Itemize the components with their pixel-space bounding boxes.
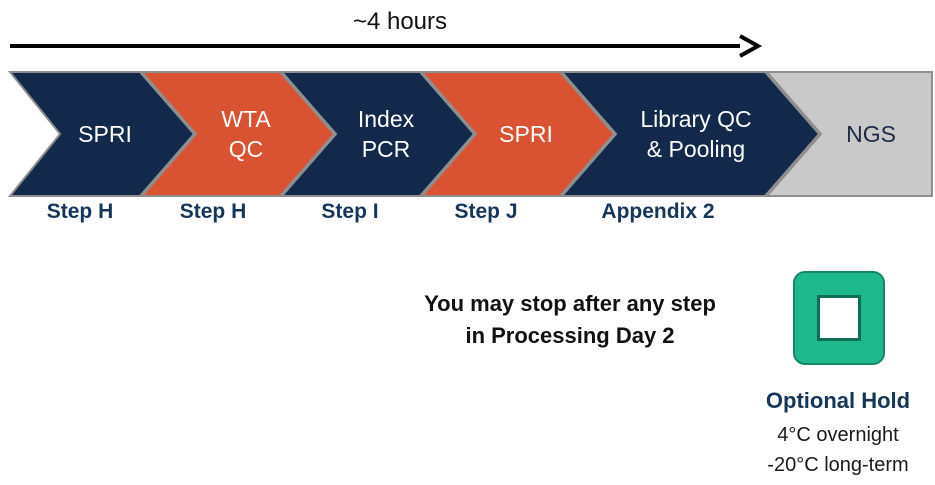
chevron-label-library-qc: Library QC & Pooling — [640, 106, 752, 162]
timeline-arrow — [10, 34, 763, 58]
stop-note-line-1: You may stop after any step — [424, 291, 716, 316]
chevron-label-spri-1: SPRI — [78, 121, 132, 147]
chevron-spri-1 — [7, 71, 196, 197]
square-stop-icon — [793, 271, 885, 365]
chevron-library-qc — [559, 71, 821, 197]
stop-note: You may stop after any step in Processin… — [360, 288, 780, 352]
step-label-2: Step H — [179, 200, 247, 223]
step-label-1: Step H — [46, 200, 114, 223]
chevron-wta-qc — [139, 71, 336, 197]
workflow-chevrons — [7, 71, 933, 197]
chevron-label-wta-qc: WTA QC — [221, 106, 271, 162]
optional-hold-title: Optional Hold — [765, 388, 911, 413]
chevron-label-index-pcr: Index PCR — [357, 106, 415, 162]
step-label-3: Step I — [321, 200, 379, 223]
step-label-4: Step J — [454, 200, 518, 223]
chevron-ngs — [764, 71, 933, 197]
hold-detail-overnight: 4°C overnight — [777, 424, 899, 446]
hold-detail-long-term: -20°C long-term — [767, 454, 909, 476]
hold-inner-square — [817, 295, 861, 341]
chevron-spri-2 — [419, 71, 616, 197]
duration-label: ~4 hours — [352, 8, 448, 35]
chevron-label-spri-2: SPRI — [499, 121, 553, 147]
step-label-5: Appendix 2 — [601, 200, 715, 223]
chevron-label-ngs: NGS — [846, 121, 896, 147]
chevron-index-pcr — [279, 71, 476, 197]
stop-note-line-2: in Processing Day 2 — [465, 323, 675, 348]
